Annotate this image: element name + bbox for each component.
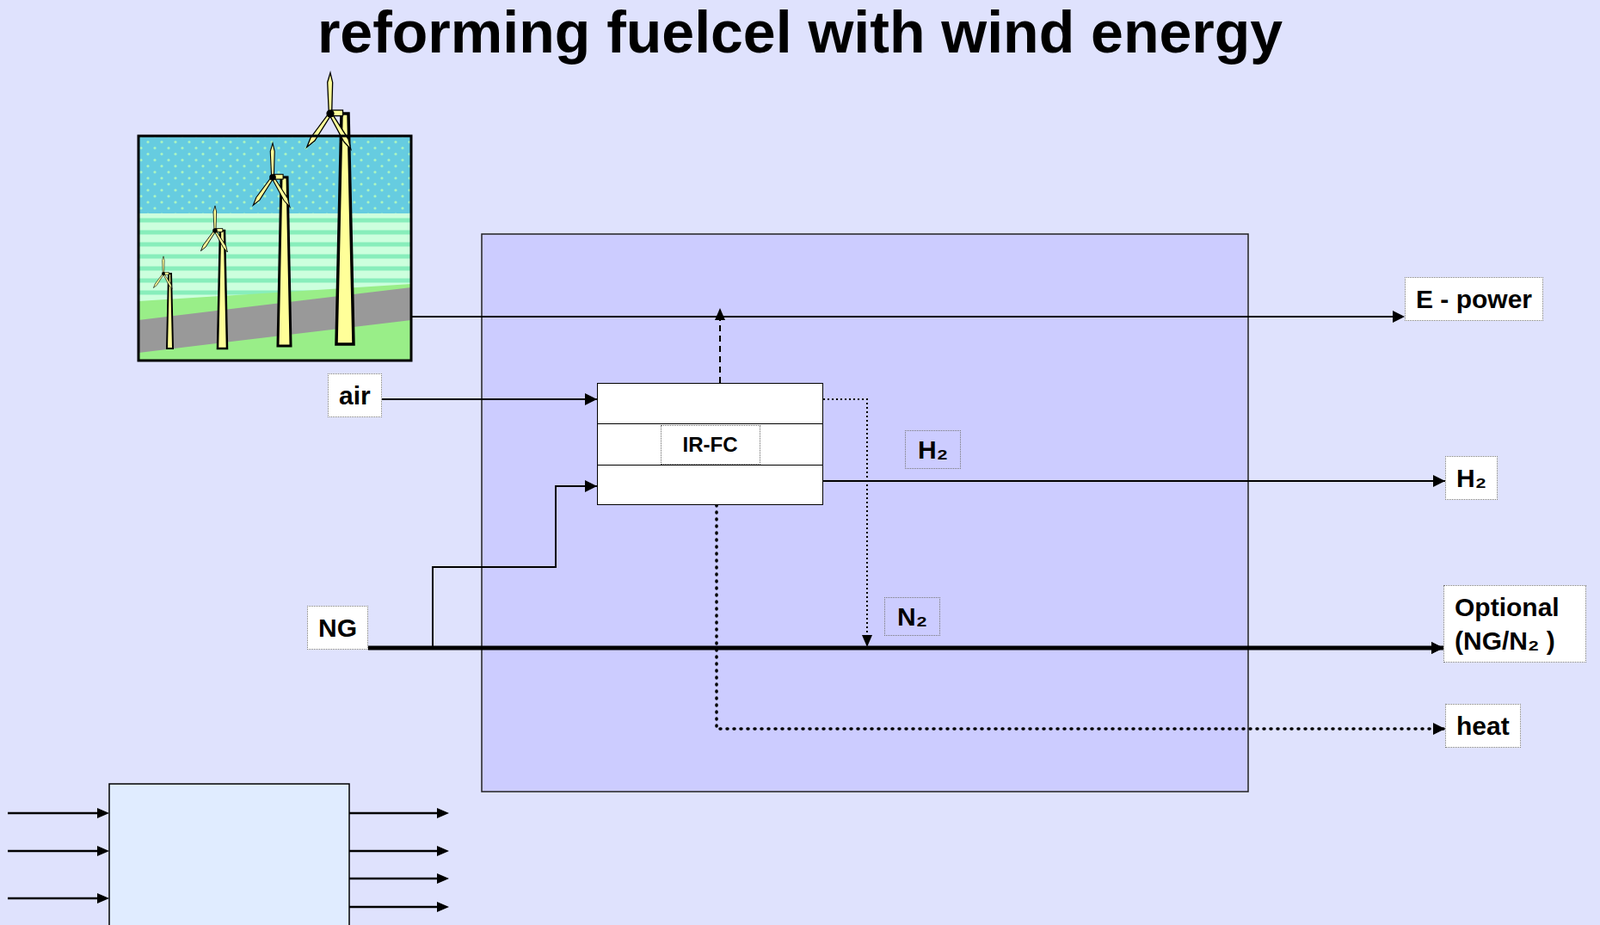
- flow-label: H₂: [904, 430, 961, 469]
- flow-label: N₂: [884, 596, 941, 636]
- node-text: NG: [318, 610, 357, 645]
- stripe: [138, 230, 412, 235]
- stripe: [138, 242, 412, 247]
- output-arrow: [349, 877, 440, 880]
- output-label: E - power: [1404, 276, 1544, 321]
- road: [138, 287, 412, 353]
- flow-arrow: [716, 504, 1446, 729]
- stripe: [138, 254, 412, 259]
- node-text: E - power: [1415, 282, 1533, 316]
- node-text: heat: [1456, 708, 1510, 743]
- flow-arrow: [720, 316, 1405, 383]
- input-arrow: [7, 812, 100, 815]
- output-label: heat: [1445, 703, 1521, 748]
- ground: [138, 283, 412, 361]
- stripe: [138, 278, 412, 284]
- stripe: [138, 266, 412, 271]
- system-boundary: [481, 233, 1249, 792]
- sky-dots: [138, 135, 412, 214]
- arrowhead: [436, 901, 450, 912]
- cell-layer-line: [597, 423, 823, 425]
- rotor: [199, 205, 229, 253]
- wind-turbine: [199, 205, 229, 349]
- output-label: Optional (NG/N₂ ): [1443, 584, 1587, 663]
- fuel-cell-box: IR-FC: [596, 382, 824, 505]
- input-label: NG: [307, 605, 369, 650]
- flow-arrow: [368, 486, 597, 648]
- output-arrow: [349, 905, 440, 909]
- arrowhead: [97, 807, 110, 819]
- title: reforming fuelcel with wind energy: [0, 0, 1600, 65]
- arrowhead: [97, 845, 110, 856]
- cell-layer-line: [597, 464, 823, 466]
- node-text: air: [338, 378, 371, 413]
- wind-turbine: [251, 142, 292, 346]
- picture-frame: [138, 135, 412, 361]
- output-label: H₂: [1445, 455, 1498, 500]
- wind-turbine: [153, 256, 174, 349]
- arrowhead: [436, 845, 450, 856]
- rotor: [251, 142, 292, 208]
- stripe: [138, 218, 412, 223]
- flow-label-text: H₂: [917, 432, 948, 467]
- block-arrows: [7, 812, 440, 907]
- wind-farm-picture: [138, 72, 412, 361]
- arrowhead: [436, 873, 450, 884]
- block-arrowheads: [97, 807, 450, 912]
- output-arrow: [349, 812, 440, 815]
- generic-block: [7, 783, 450, 925]
- arrowhead: [97, 892, 110, 904]
- input-arrow: [7, 897, 100, 900]
- flow-label-text: N₂: [897, 599, 928, 634]
- input-arrow: [7, 849, 100, 853]
- sea-stripes: [138, 220, 412, 293]
- node-text: IR-FC: [660, 424, 761, 465]
- connectors: [368, 316, 1446, 729]
- arrowhead: [436, 807, 450, 819]
- node-text: Optional (NG/N₂ ): [1454, 590, 1576, 658]
- output-arrow: [349, 849, 440, 853]
- rotor: [305, 72, 354, 150]
- rotor: [153, 256, 174, 290]
- node-text: H₂: [1456, 461, 1487, 495]
- flow-arrow: [823, 399, 1444, 648]
- sky: [138, 135, 412, 361]
- input-label: air: [327, 373, 382, 418]
- flow-arrow: [823, 480, 1446, 482]
- block: [109, 783, 350, 925]
- wind-turbine: [305, 72, 354, 345]
- flow-arrow: [381, 398, 597, 400]
